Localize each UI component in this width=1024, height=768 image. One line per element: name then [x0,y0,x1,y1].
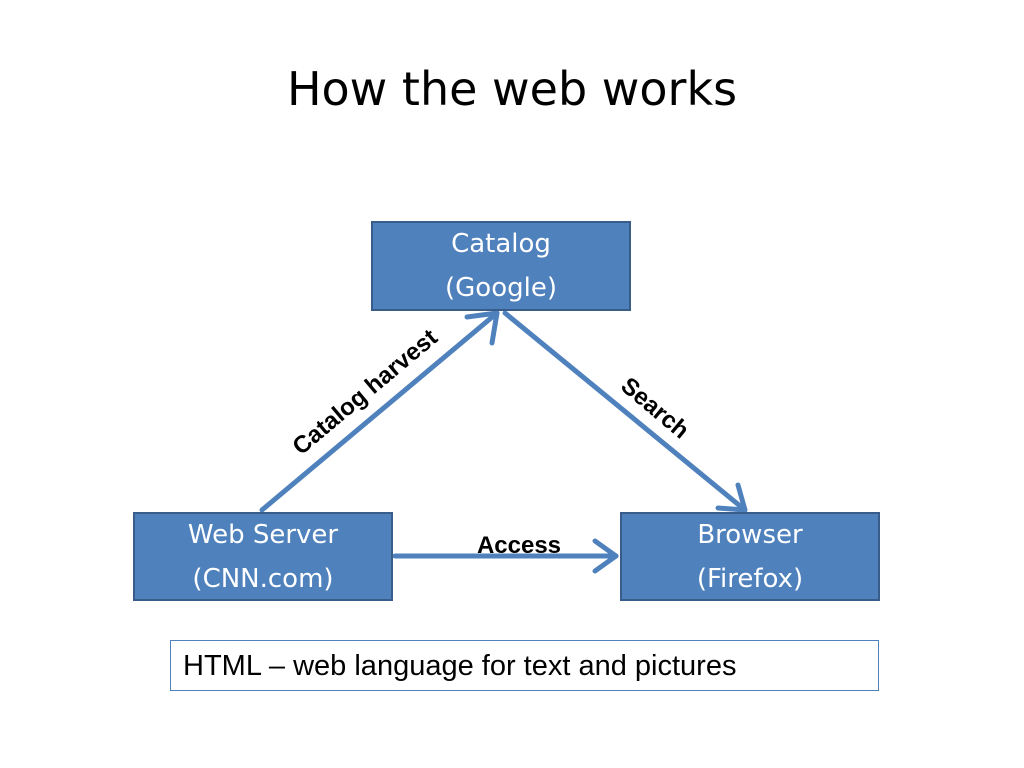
edge-search [502,310,748,513]
arrowhead-icon [464,310,500,346]
browser-node: Browser (Firefox) [620,512,880,601]
arrowhead-icon [715,482,748,513]
edge-label-access: Access [477,532,561,559]
slide-title: How the web works [286,62,738,116]
edge-access [392,538,619,574]
catalog-node-line1: Catalog [451,229,551,259]
edge-catalog-harvest [259,310,500,513]
browser-node-line1: Browser [697,519,803,550]
web-server-node-line2: (CNN.com) [192,563,334,594]
edge-label-catalog-harvest: Catalog harvest [288,324,443,460]
web-server-node: Web Server (CNN.com) [133,512,393,601]
web-server-node-line1: Web Server [187,519,339,550]
catalog-node: Catalog (Google) [371,221,631,311]
catalog-node-line2: (Google) [445,273,557,303]
html-note-box: HTML – web language for text and picture… [170,640,879,691]
browser-node-line2: (Firefox) [696,563,804,594]
arrowhead-icon [592,538,619,574]
